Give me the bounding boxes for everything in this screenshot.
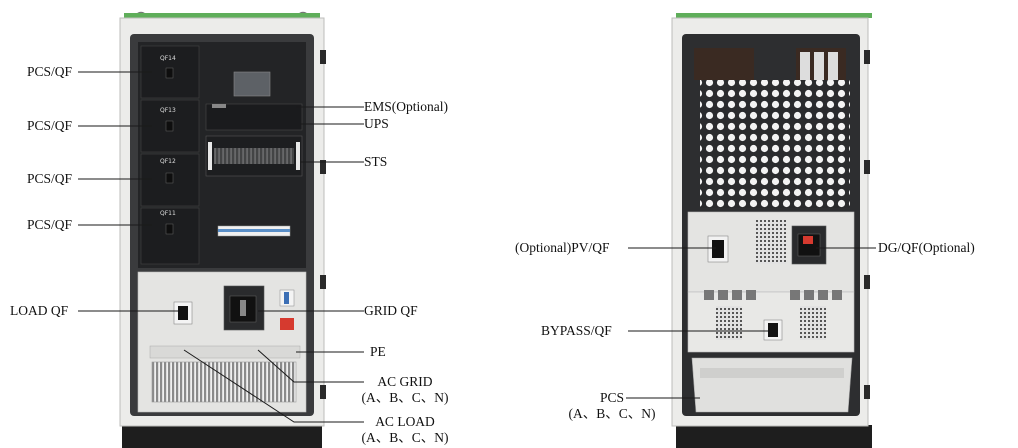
red-breaker bbox=[280, 318, 294, 330]
label-ups: UPS bbox=[364, 116, 389, 131]
module-tag: QF11 bbox=[160, 210, 176, 217]
pcs-title: PCS bbox=[599, 390, 625, 405]
pcs-module-qf11: QF11 bbox=[140, 207, 200, 265]
right-cabinet-base bbox=[676, 425, 872, 448]
label-sts: STS bbox=[364, 154, 388, 169]
label-pcs: PCS (A、B、C、N) bbox=[552, 390, 672, 422]
pcs-module-qf12: QF12 bbox=[140, 153, 200, 207]
label-ac-load: AC LOAD (A、B、C、N) bbox=[350, 414, 460, 446]
module-tag: QF12 bbox=[160, 158, 176, 165]
left-cabinet-base bbox=[122, 425, 322, 448]
label-ac-grid: AC GRID (A、B、C、N) bbox=[350, 374, 460, 406]
ac-grid-title: AC GRID bbox=[377, 374, 433, 389]
ac-load-title: AC LOAD bbox=[375, 414, 435, 429]
label-pv-qf: (Optional)PV/QF bbox=[515, 240, 610, 255]
pcs-cover bbox=[691, 357, 853, 413]
ac-load-phases: (A、B、C、N) bbox=[361, 430, 449, 445]
label-dg-qf: DG/QF(Optional) bbox=[878, 240, 975, 255]
module-tag: QF13 bbox=[160, 107, 176, 114]
label-pe: PE bbox=[370, 344, 386, 359]
ems-screen bbox=[233, 71, 271, 97]
pcs-phases: (A、B、C、N) bbox=[568, 406, 656, 421]
label-pcs-qf-4: PCS/QF bbox=[27, 217, 73, 232]
left-louver-vent bbox=[151, 361, 297, 403]
label-ems: EMS(Optional) bbox=[364, 99, 448, 114]
leader-lines bbox=[78, 71, 876, 423]
module-tag: QF14 bbox=[160, 55, 176, 62]
ups-unit bbox=[205, 103, 303, 131]
label-load-qf: LOAD QF bbox=[10, 303, 69, 318]
perforated-panel bbox=[700, 80, 850, 208]
right-cabinet bbox=[671, 13, 872, 448]
left-cabinet: QF14 QF13 QF12 QF11 bbox=[119, 11, 326, 448]
ac-grid-phases: (A、B、C、N) bbox=[361, 390, 449, 405]
label-pcs-qf-3: PCS/QF bbox=[27, 171, 73, 186]
label-pcs-qf-2: PCS/QF bbox=[27, 118, 73, 133]
label-pcs-qf-1: PCS/QF bbox=[27, 64, 73, 79]
label-grid-qf: GRID QF bbox=[364, 303, 418, 318]
label-bypass-qf: BYPASS/QF bbox=[541, 323, 612, 338]
